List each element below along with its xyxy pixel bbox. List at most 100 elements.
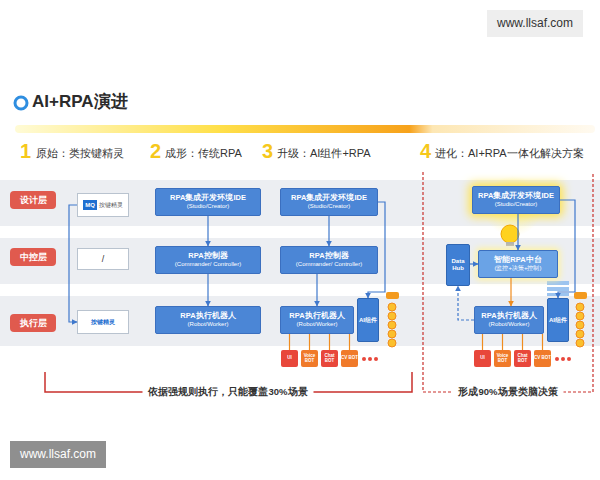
gradient-bar <box>15 125 595 133</box>
stage-number: 2 <box>150 140 161 162</box>
connector <box>207 274 208 306</box>
node-title: 按键精灵 <box>91 319 115 326</box>
ai-component-box: AI组件 <box>357 298 379 342</box>
layer-band <box>0 296 600 346</box>
process-box: RPA控制器(Commander/ Controller) <box>155 246 261 274</box>
bot-box: UI <box>281 350 298 367</box>
process-box: RPA集成开发环境IDE(Studio/Creator) <box>155 188 261 216</box>
node-subtitle: (Studio/Creator) <box>187 203 230 210</box>
layer-band <box>0 238 600 284</box>
bracket <box>423 172 593 392</box>
connector <box>316 274 317 306</box>
layer-label: 设计层 <box>10 191 56 209</box>
node-title: RPA执行机器人 <box>180 312 235 321</box>
connector <box>482 334 483 350</box>
node-title: RPA控制器 <box>309 252 348 261</box>
tool-logo-box: MQ按键精灵 <box>77 193 129 217</box>
node-subtitle: (Robot/Worker) <box>297 321 338 328</box>
node-title: CV BOT <box>341 356 358 361</box>
node-subtitle: (Robot/Worker) <box>489 321 530 328</box>
stage-label: 成形：传统RPA <box>165 147 242 159</box>
process-box: RPA执行机器人(Robot/Worker) <box>280 306 354 334</box>
connector <box>502 334 503 350</box>
node-title: Data Hub <box>447 258 469 272</box>
stage-label: 进化：AI+RPA一体化解决方案 <box>435 147 584 159</box>
node-title: 智能RPA中台 <box>494 256 541 265</box>
empty-box: / <box>77 248 129 270</box>
process-box: RPA集成开发环境IDE(Studio/Creator) <box>280 188 378 216</box>
connector <box>558 200 575 298</box>
node-subtitle: 按键精灵 <box>99 202 123 208</box>
node-title: RPA执行机器人 <box>289 312 344 321</box>
bot-box: Voice BOT <box>301 350 318 367</box>
bot-box: CV BOT <box>341 350 358 367</box>
connector <box>458 286 474 320</box>
node-title: UI <box>480 356 485 361</box>
node-subtitle: (Commander/ Controller) <box>175 261 241 268</box>
connector <box>517 214 518 250</box>
node-title: Voice BOT <box>494 354 511 363</box>
bracket-note: 形成90%场景类脑决策 <box>452 387 563 397</box>
node-subtitle: (Commander/ Controller) <box>296 261 362 268</box>
node-title: Chat BOT <box>514 354 531 363</box>
node-title: RPA集成开发环境IDE <box>170 194 246 203</box>
bot-box: Voice BOT <box>494 350 511 367</box>
ai-component-box: AI组件 <box>547 298 569 342</box>
connector <box>522 334 523 350</box>
title: AI+RPA演进 <box>32 93 128 112</box>
connector <box>328 216 329 246</box>
watermark: www.llsaf.com <box>10 441 106 468</box>
process-box: RPA集成开发环境IDE(Studio/Creator) <box>472 186 560 214</box>
data-hub-box: Data Hub <box>446 244 470 286</box>
title-ring <box>15 97 27 109</box>
connector <box>542 334 543 350</box>
stage-label: 原始：类按键精灵 <box>36 147 124 159</box>
node-title: 中控层 <box>20 252 47 262</box>
connector <box>309 334 310 350</box>
connector <box>207 216 208 246</box>
layer-label: 执行层 <box>10 314 56 332</box>
connector <box>329 334 330 350</box>
layer-label: 中控层 <box>10 248 56 266</box>
process-box: RPA执行机器人(Robot/Worker) <box>474 306 544 334</box>
node-title: Chat BOT <box>321 354 338 363</box>
orange-circle-column <box>574 292 587 347</box>
node-title: MQ <box>83 200 97 211</box>
connector <box>470 263 478 264</box>
stage-number: 4 <box>420 140 431 162</box>
process-box: RPA控制器(Commander/ Controller) <box>280 246 378 274</box>
stacked-bars <box>547 281 569 296</box>
bot-box: Chat BOT <box>321 350 338 367</box>
bot-box: UI <box>474 350 491 367</box>
stage-number: 3 <box>262 140 273 162</box>
node-title: 设计层 <box>20 195 47 205</box>
node-title: RPA集成开发环境IDE <box>478 192 554 201</box>
connector <box>289 334 290 350</box>
node-title: CV BOT <box>534 356 551 361</box>
node-subtitle: (监控+决策+控制) <box>494 265 541 272</box>
bot-box: Chat BOT <box>514 350 531 367</box>
orange-circle-column <box>386 292 399 347</box>
node-title: 执行层 <box>20 318 47 328</box>
node-title: UI <box>287 356 292 361</box>
node-subtitle: (Studio/Creator) <box>495 201 538 208</box>
node-title: RPA控制器 <box>188 252 227 261</box>
node-title: RPA执行机器人 <box>481 312 536 321</box>
stage-label: 升级：AI组件+RPA <box>277 147 371 159</box>
node-title: / <box>102 254 105 264</box>
node-title: AI组件 <box>359 317 377 324</box>
node-subtitle: (Robot/Worker) <box>188 321 229 328</box>
bot-box: CV BOT <box>534 350 551 367</box>
stage-number: 1 <box>20 140 31 162</box>
connector <box>510 278 511 306</box>
connector <box>349 334 350 350</box>
node-subtitle: (Studio/Creator) <box>308 203 351 210</box>
process-box: RPA执行机器人(Robot/Worker) <box>155 306 261 334</box>
tool-logo-box: 按键精灵 <box>77 310 129 334</box>
platform-box: 智能RPA中台(监控+决策+控制) <box>478 250 558 278</box>
bracket-note: 依据强规则执行，只能覆盖30%场景 <box>142 387 313 397</box>
node-title: Voice BOT <box>301 354 318 363</box>
connector <box>69 205 77 322</box>
